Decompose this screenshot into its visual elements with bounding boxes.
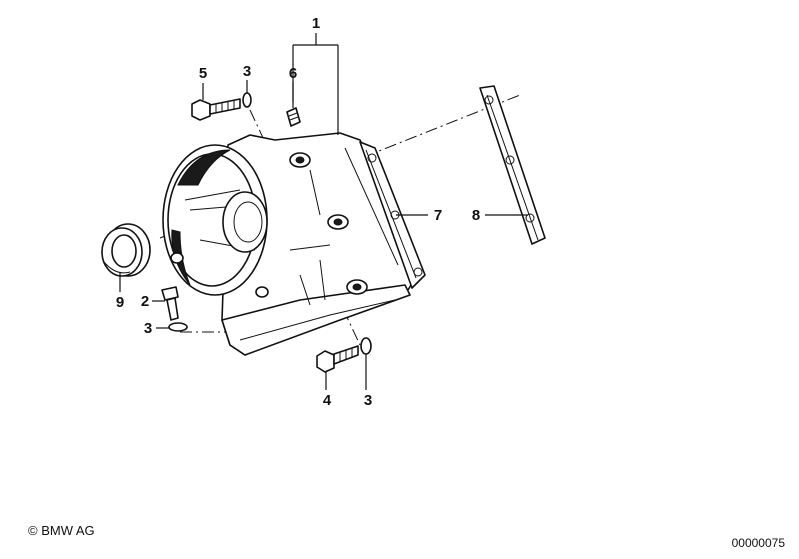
callout-3-left: 3 <box>144 320 152 337</box>
hex-bolt-top <box>191 98 241 121</box>
gasket-far <box>479 85 546 245</box>
callout-5: 5 <box>199 65 207 82</box>
washer-left <box>168 322 188 332</box>
leader-lines <box>119 33 528 390</box>
callout-9: 9 <box>116 294 124 311</box>
washer-bottom <box>360 337 372 355</box>
oil-seal-ring <box>101 223 151 277</box>
gasket-near <box>359 141 426 289</box>
callout-2: 2 <box>141 293 149 310</box>
callout-8: 8 <box>472 207 480 224</box>
callout-1: 1 <box>312 15 320 32</box>
document-number: 00000075 <box>731 536 785 550</box>
housing-cover <box>162 132 421 356</box>
small-screw <box>161 286 179 321</box>
callout-3-top: 3 <box>243 63 251 80</box>
copyright-text: © BMW AG <box>28 523 95 538</box>
callout-4: 4 <box>323 392 332 409</box>
hex-bolt-bottom <box>316 345 359 373</box>
callout-7: 7 <box>434 207 442 224</box>
washer-top <box>242 92 252 108</box>
callout-6: 6 <box>289 65 297 82</box>
set-screw <box>286 107 301 127</box>
callout-3-bottom: 3 <box>364 392 372 409</box>
callout-labels: 1 2 3 3 3 4 5 6 7 8 9 <box>116 15 480 409</box>
